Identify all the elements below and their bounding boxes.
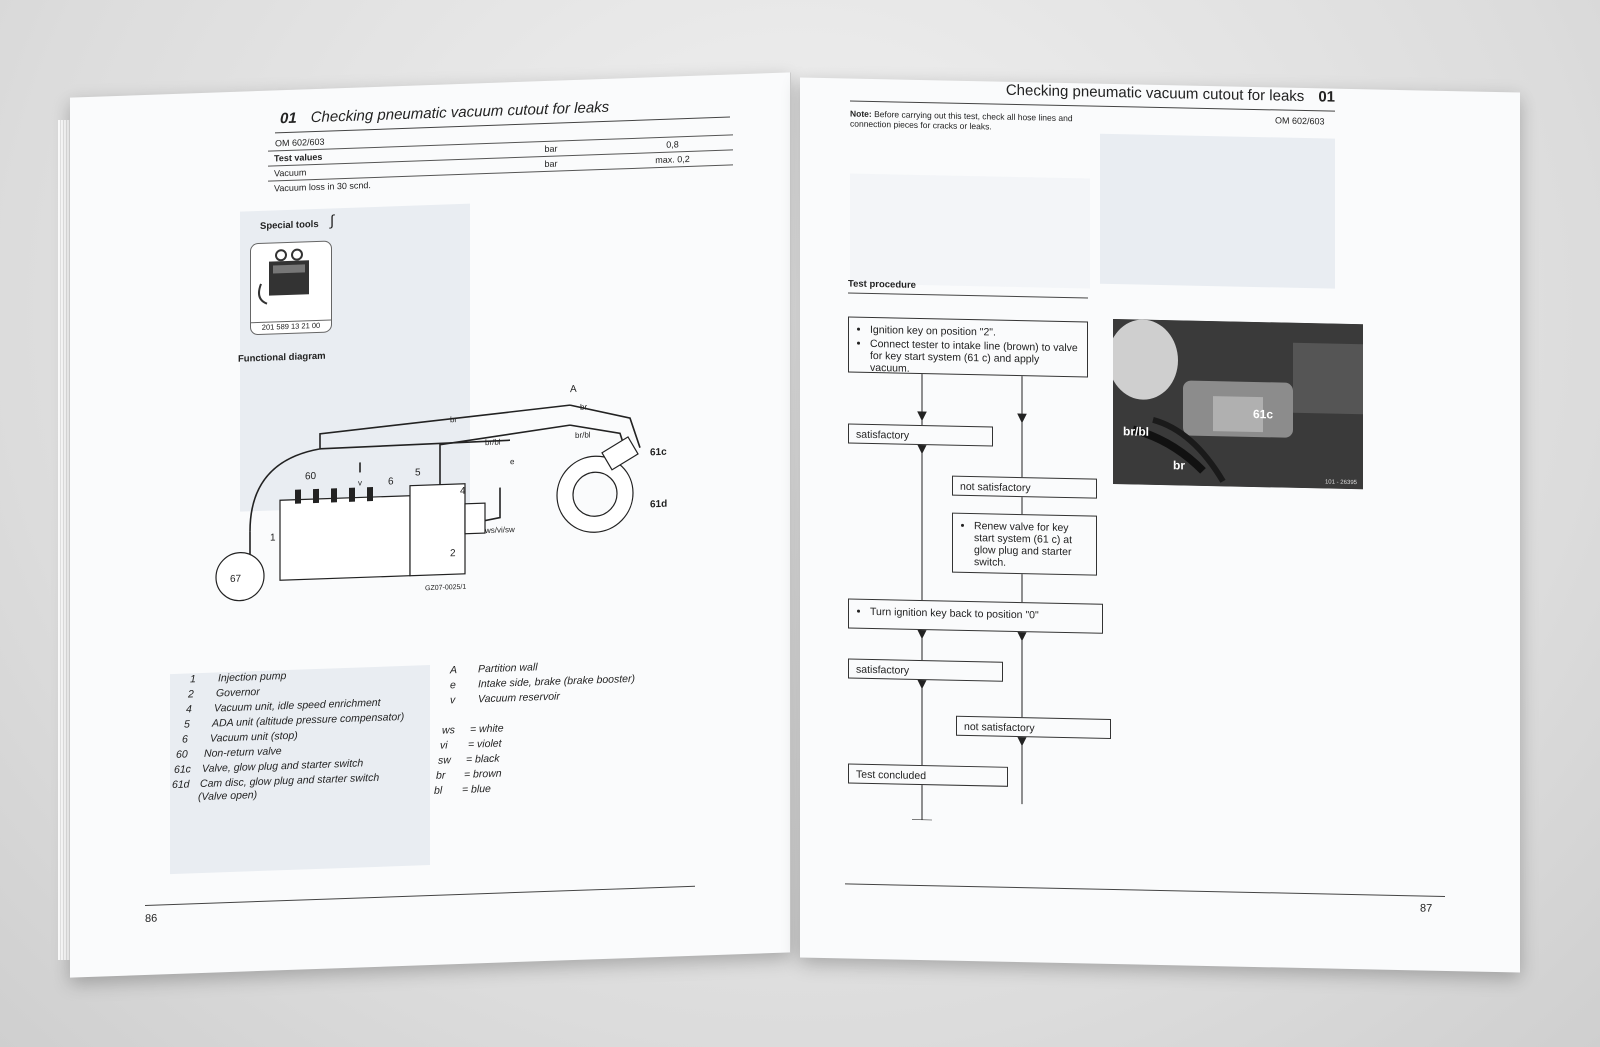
- right-shade-block: [1100, 133, 1335, 289]
- photo-label-61c: 61c: [1253, 406, 1274, 422]
- vacuum-tester-icon: [258, 248, 309, 305]
- flow-test-concluded: Test concluded: [848, 763, 1008, 787]
- right-footer-rule: [845, 883, 1445, 897]
- diagram-label-a: A: [570, 384, 577, 395]
- diagram-label-61d: 61d: [650, 499, 667, 511]
- functional-diagram: A br br br/bl br/bl 61c 61d 60 v e 5 6 4…: [215, 384, 667, 602]
- note-text: Before carrying out this test, check all…: [850, 109, 1073, 132]
- right-model: OM 602/603: [1275, 115, 1325, 127]
- diagram-label-1: 1: [270, 532, 276, 543]
- color-code: ws= white: [442, 722, 504, 737]
- special-tool-image: 201 589 13 21 00: [250, 240, 332, 336]
- diagram-label-4: 4: [460, 486, 466, 497]
- note-label: Note:: [850, 108, 872, 119]
- left-page-number: 86: [145, 912, 158, 925]
- test-procedure-rule: [848, 292, 1088, 299]
- right-page-number: 87: [1420, 902, 1433, 915]
- component-photo: 61c br/bl br 101 - 26395: [1113, 319, 1363, 490]
- flow-renew-text: Renew valve for key start system (61 c) …: [974, 520, 1089, 570]
- photo-code: 101 - 26395: [1324, 479, 1357, 487]
- diagram-label-5: 5: [415, 467, 421, 478]
- flow-not-satisfactory-1: not satisfactory: [952, 475, 1097, 499]
- color-code: bl= blue: [434, 782, 491, 797]
- color-code: vi= violet: [440, 737, 502, 752]
- flow-renew-valve: Renew valve for key start system (61 c) …: [952, 512, 1097, 576]
- diagram-figure-code: GZ07-0025/1: [425, 584, 466, 592]
- test-procedure-label: Test procedure: [848, 278, 916, 291]
- diagram-label-6: 6: [388, 476, 394, 487]
- diagram-label-2: 2: [450, 548, 456, 559]
- right-header: Checking pneumatic vacuum cutout for lea…: [1005, 82, 1335, 106]
- flow-not-satisfactory-2: not satisfactory: [956, 715, 1111, 739]
- special-tools-label: Special tools: [260, 218, 319, 232]
- diagram-label-br-1: br: [450, 415, 457, 424]
- diagram-label-brbl-2: br/bl: [575, 430, 591, 440]
- tool-part-number: 201 589 13 21 00: [251, 319, 331, 333]
- right-page: Checking pneumatic vacuum cutout for lea…: [800, 77, 1520, 973]
- diagram-label-67: 67: [230, 574, 242, 585]
- diagram-label-brbl-1: br/bl: [485, 438, 501, 448]
- diagram-label-v: v: [358, 478, 362, 487]
- color-code: sw= black: [438, 752, 500, 767]
- valve-photo-illustration: [1113, 319, 1363, 490]
- diagram-label-br-2: br: [580, 403, 587, 412]
- special-tool-symbol-icon: ∫: [330, 212, 335, 230]
- flow-step-2: Turn ignition key back to position "0": [848, 598, 1103, 634]
- diagram-label-wsvisw: ws/vi/sw: [484, 525, 515, 535]
- color-codes: ws= white vi= violet sw= black br= brown…: [70, 72, 790, 796]
- right-page-title: Checking pneumatic vacuum cutout for lea…: [1005, 81, 1305, 106]
- right-section-number: 01: [1318, 88, 1335, 106]
- test-values-table: Test values bar 0,8 Vacuum bar max. 0,2 …: [268, 134, 733, 196]
- left-model: OM 602/603: [275, 136, 325, 149]
- flow-satisfactory-2: satisfactory: [848, 658, 1003, 682]
- note: Note: Before carrying out this test, che…: [850, 109, 1090, 134]
- color-code: br= brown: [436, 767, 502, 782]
- photo-label-br: br: [1173, 458, 1185, 473]
- left-section-number: 01: [280, 109, 297, 128]
- flow-step-1: Ignition key on position "2". Connect te…: [848, 316, 1088, 378]
- diagram-label-60: 60: [305, 471, 317, 482]
- flow-step-2-text: Turn ignition key back to position "0": [870, 606, 1095, 623]
- diagram-label-61c: 61c: [650, 447, 667, 459]
- flow-satisfactory-1: satisfactory: [848, 423, 993, 447]
- flow-step-1-line-2: Connect tester to intake line (brown) to…: [870, 338, 1080, 378]
- diagram-label-e: e: [510, 457, 515, 466]
- right-shade-block-faint: [850, 173, 1090, 289]
- left-footer-rule: [145, 885, 695, 906]
- photo-label-brbl: br/bl: [1123, 424, 1149, 439]
